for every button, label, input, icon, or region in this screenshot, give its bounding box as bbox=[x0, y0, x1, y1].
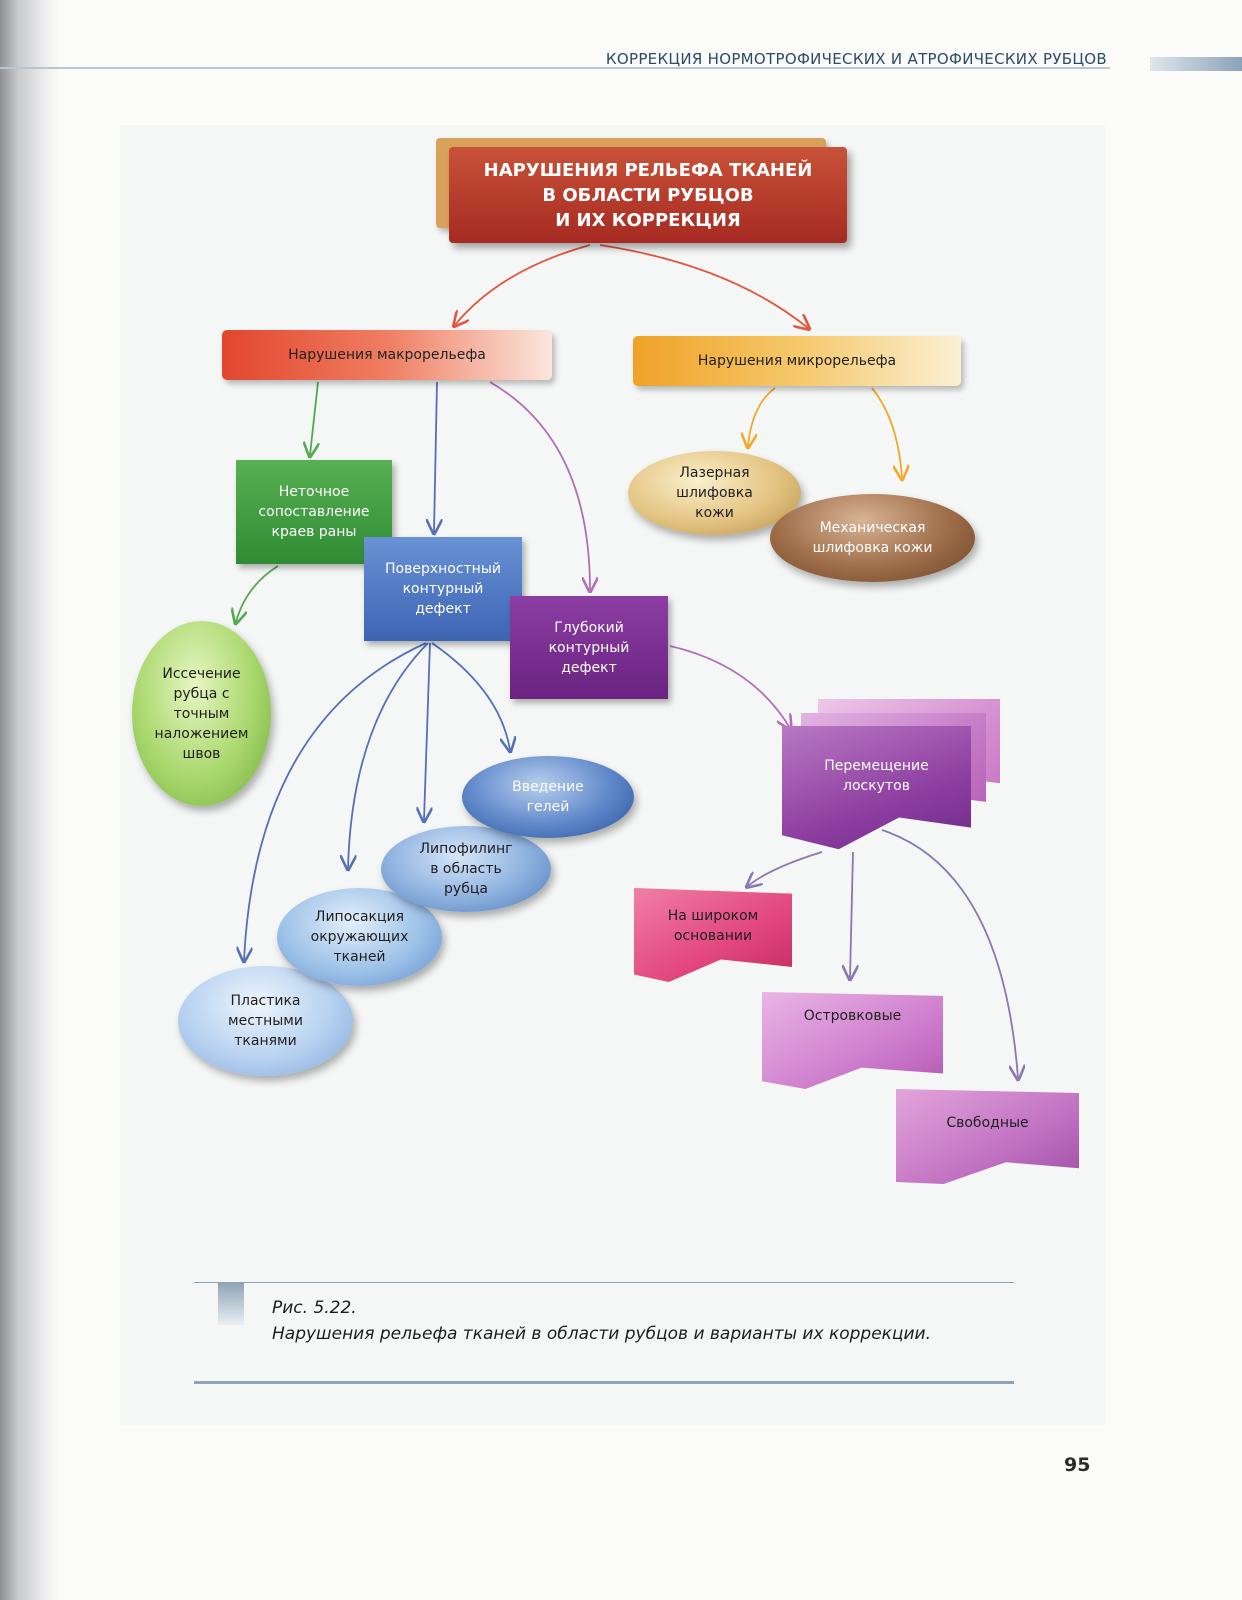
arrow-macro-to-inexact bbox=[310, 381, 318, 455]
arrow-macro-to-deep bbox=[489, 381, 590, 590]
arrow-flaps-to-island bbox=[850, 851, 853, 978]
arrow-title-to-micro bbox=[599, 244, 808, 328]
node-deep-defect: Глубокий контурный дефект bbox=[510, 596, 668, 699]
figure-number: Рис. 5.22. bbox=[272, 1298, 357, 1318]
node-microrelief: Нарушения микрорельефа bbox=[633, 336, 961, 386]
header-rule bbox=[0, 67, 1110, 69]
arrow-title-to-macro bbox=[455, 244, 591, 325]
caption-rule-bottom bbox=[194, 1381, 1014, 1384]
node-laser-resurfacing: Лазерная шлифовка кожи bbox=[628, 451, 801, 535]
page-number: 95 bbox=[1064, 1454, 1091, 1476]
node-local-tissue-plasty: Пластика местными тканями bbox=[178, 966, 353, 1076]
figure-caption: Нарушения рельефа тканей в области рубцо… bbox=[272, 1324, 931, 1344]
arrow-surface-to-lipofilling bbox=[424, 642, 430, 820]
node-surface-defect: Поверхностный контурный дефект bbox=[364, 537, 522, 641]
caption-rule-top bbox=[194, 1282, 1014, 1283]
arrow-flaps-to-wide bbox=[748, 851, 823, 886]
arrow-surface-to-liposuction bbox=[348, 642, 429, 868]
node-liposuction: Липосакция окружающих тканей bbox=[277, 888, 442, 986]
node-lipofilling: Липофилинг в область рубца bbox=[381, 826, 551, 912]
arrow-macro-to-surface bbox=[434, 381, 437, 532]
arrow-inexact-to-excision bbox=[236, 565, 279, 622]
node-macrorelief: Нарушения макрорельефа bbox=[222, 330, 552, 380]
arrow-micro-to-mechanical bbox=[871, 387, 902, 478]
arrow-micro-to-laser bbox=[748, 387, 776, 446]
header-accent-bar bbox=[1150, 57, 1242, 71]
node-mechanical-resurfacing: Механическая шлифовка кожи bbox=[770, 494, 975, 582]
node-gel-injection: Введение гелей bbox=[462, 756, 634, 838]
arrow-deep-to-flaps bbox=[669, 645, 790, 728]
arrow-surface-to-gels bbox=[431, 642, 510, 750]
arrow-surface-to-plastic bbox=[244, 642, 427, 960]
diagram-title-node: НАРУШЕНИЯ РЕЛЬЕФА ТКАНЕЙ В ОБЛАСТИ РУБЦО… bbox=[449, 147, 847, 243]
node-scar-excision: Иссечение рубца с точным наложением швов bbox=[132, 621, 271, 806]
running-header: КОРРЕКЦИЯ НОРМОТРОФИЧЕСКИХ И АТРОФИЧЕСКИ… bbox=[605, 50, 1107, 68]
arrow-flaps-to-free bbox=[881, 829, 1018, 1078]
caption-marker bbox=[218, 1283, 244, 1325]
book-spine-shadow bbox=[0, 0, 60, 1600]
